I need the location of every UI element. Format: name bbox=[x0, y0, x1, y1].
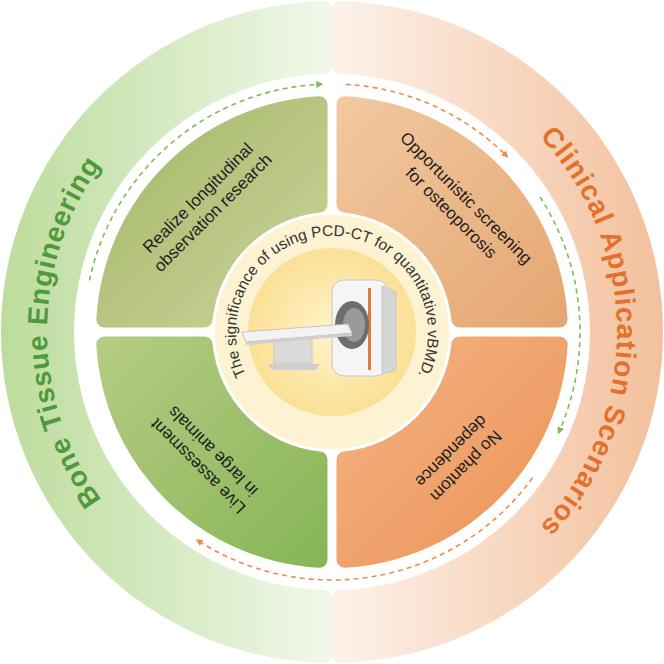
center-shape bbox=[212, 212, 452, 452]
center-title: The significance of using PCD-CT for qua… bbox=[222, 222, 442, 381]
center-title-layer: The significance of using PCD-CT for qua… bbox=[212, 212, 452, 452]
band-title: Bone Tissue Engineering bbox=[22, 150, 107, 514]
category-band: Bone Tissue EngineeringRealize longitudi… bbox=[0, 0, 332, 664]
category-band: Clinical Application ScenariosOpportunis… bbox=[332, 0, 664, 664]
band-title-layer: Bone Tissue Engineering bbox=[0, 0, 332, 664]
center-circle: The significance of using PCD-CT for qua… bbox=[212, 212, 452, 452]
band-title-layer: Clinical Application Scenarios bbox=[332, 0, 664, 664]
band-title: Clinical Application Scenarios bbox=[535, 120, 642, 544]
center-core bbox=[248, 248, 416, 416]
center-disc bbox=[215, 215, 449, 449]
